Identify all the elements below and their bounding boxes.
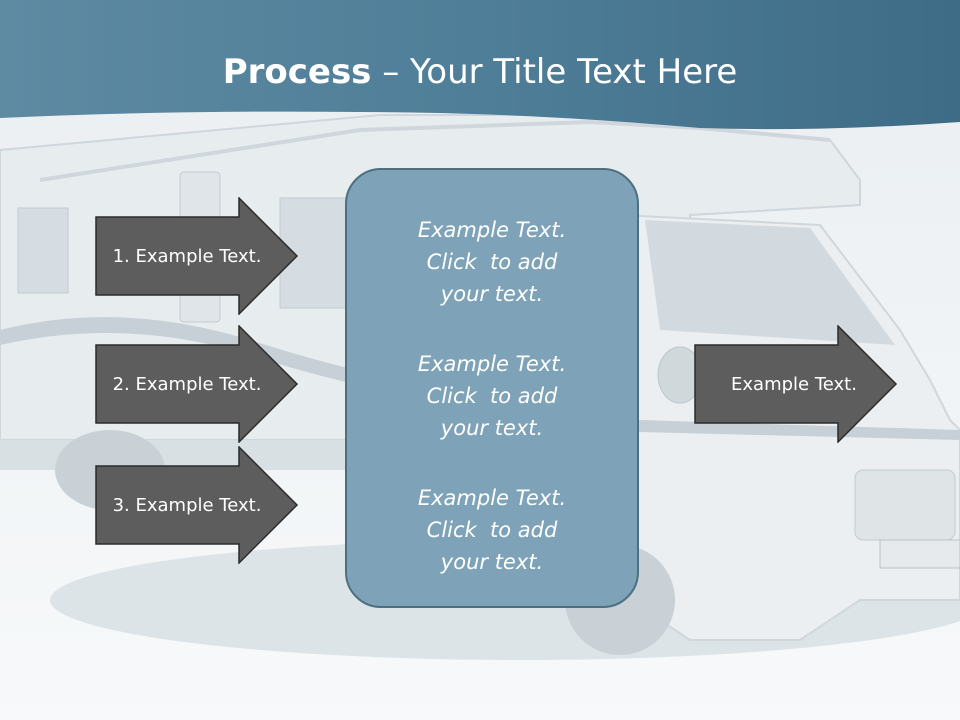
center-line: Click to add bbox=[426, 518, 558, 542]
center-line: Example Text. bbox=[417, 218, 567, 242]
right-arrow[interactable]: Example Text. bbox=[694, 325, 899, 443]
center-line: your text. bbox=[440, 416, 544, 440]
left-arrow-label: 1. Example Text. bbox=[112, 245, 262, 267]
center-text-box[interactable]: Example Text. Click to add your text. Ex… bbox=[345, 168, 639, 608]
center-text-block-1[interactable]: Example Text. Click to add your text. bbox=[418, 214, 566, 310]
center-text-block-3[interactable]: Example Text. Click to add your text. bbox=[418, 482, 566, 578]
left-arrow-label: 2. Example Text. bbox=[112, 373, 262, 395]
arrow-shape bbox=[95, 446, 299, 564]
left-arrow-label: 3. Example Text. bbox=[112, 494, 262, 516]
right-arrow-label: Example Text. bbox=[731, 373, 857, 395]
arrow-shape bbox=[95, 325, 299, 443]
center-text-block-2[interactable]: Example Text. Click to add your text. bbox=[418, 348, 566, 444]
title-bold: Process bbox=[222, 52, 372, 92]
title-rest: – Your Title Text Here bbox=[371, 52, 738, 92]
slide-title: Process – Your Title Text Here bbox=[0, 52, 960, 92]
center-line: Example Text. bbox=[417, 352, 567, 376]
header-band bbox=[0, 0, 960, 130]
center-line: your text. bbox=[440, 550, 544, 574]
arrow-shape bbox=[694, 325, 898, 443]
center-line: Click to add bbox=[426, 250, 558, 274]
center-line: Example Text. bbox=[417, 486, 567, 510]
center-line: Click to add bbox=[426, 384, 558, 408]
left-arrow-2[interactable]: 2. Example Text. bbox=[95, 325, 300, 443]
center-line: your text. bbox=[440, 282, 544, 306]
arrow-shape bbox=[95, 197, 299, 315]
left-arrow-3[interactable]: 3. Example Text. bbox=[95, 446, 300, 564]
left-arrow-1[interactable]: 1. Example Text. bbox=[95, 197, 300, 315]
